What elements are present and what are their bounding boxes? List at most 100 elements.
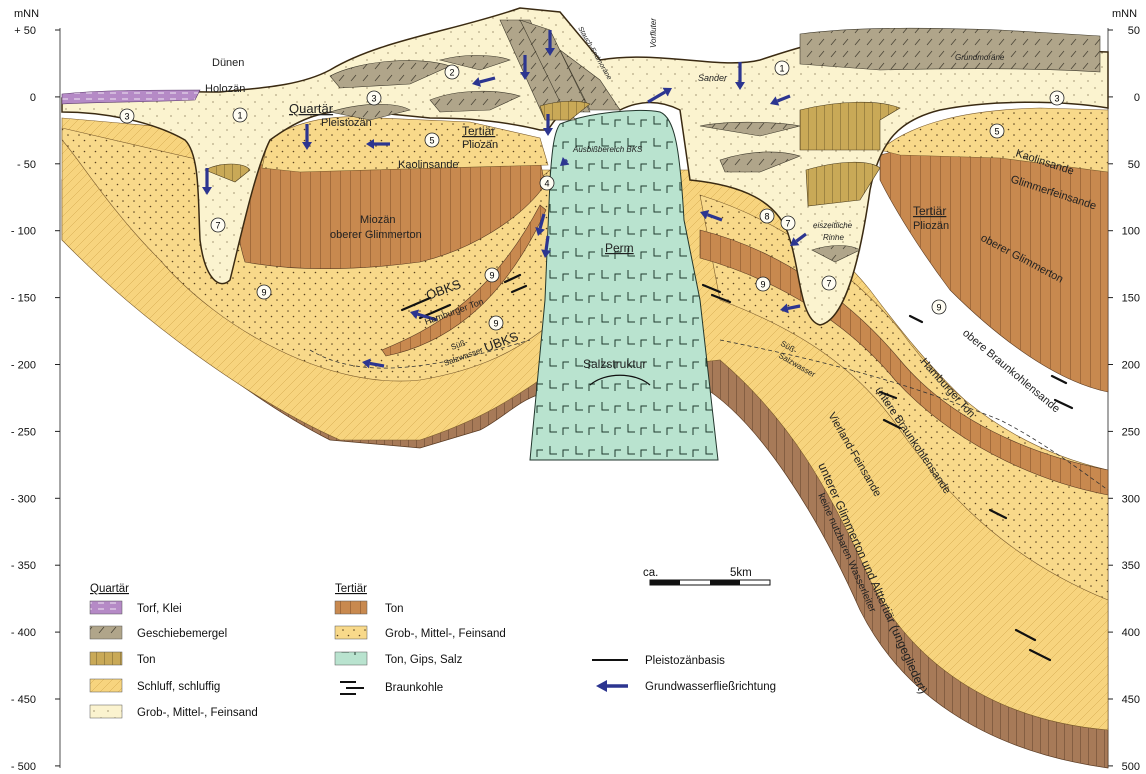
label-eiszeitliche: eiszeitliche: [813, 221, 853, 230]
svg-text:9: 9: [493, 319, 498, 329]
aquifer-number: 8: [760, 209, 774, 223]
right-tick-label: 400: [1122, 627, 1140, 639]
right-tick-label: 50: [1128, 159, 1140, 171]
svg-text:9: 9: [489, 271, 494, 281]
svg-text:9: 9: [760, 280, 765, 290]
legend-item-schluff: Schluff, schluffig: [137, 681, 220, 693]
label-holozaen: Holozän: [205, 83, 245, 95]
left-tick-label: - 450: [11, 694, 36, 706]
right-tick-label: 50: [1128, 25, 1140, 37]
svg-text:8: 8: [764, 212, 769, 222]
aquifer-number: 9: [489, 316, 503, 330]
right-tick-label: 0: [1134, 92, 1140, 104]
label-miozaen: Miozän: [360, 214, 395, 226]
left-tick-label: - 250: [11, 426, 36, 438]
left-tick-label: - 50: [17, 159, 36, 171]
aquifer-number: 9: [257, 285, 271, 299]
legend-item-sand-q: Grob-, Mittel-, Feinsand: [137, 707, 258, 719]
aquifer-number: 1: [775, 61, 789, 75]
aquifer-number: 5: [425, 133, 439, 147]
svg-text:7: 7: [785, 219, 790, 229]
label-pliozaen-right: Pliozän: [913, 220, 949, 232]
label-vorfluter: Vorfluter: [649, 18, 658, 48]
aquifer-number: 9: [756, 277, 770, 291]
right-tick-label: 350: [1122, 560, 1140, 572]
right-tick-label: 100: [1122, 226, 1140, 238]
legend-item-sand-t: Grob-, Mittel-, Feinsand: [385, 628, 506, 640]
aquifer-number: 3: [120, 109, 134, 123]
left-tick-label: - 150: [11, 293, 36, 305]
right-tick-label: 150: [1122, 293, 1140, 305]
label-quartaer: Quartär: [289, 101, 334, 116]
svg-text:5: 5: [994, 127, 999, 137]
aquifer-number: 7: [822, 276, 836, 290]
left-tick-label: - 300: [11, 493, 36, 505]
legend-tertiaer-title: Tertiär: [335, 583, 367, 595]
label-grundmoraene: Grundmoräne: [955, 53, 1005, 62]
left-tick-label: 0: [30, 92, 36, 104]
svg-text:7: 7: [215, 221, 220, 231]
right-axis-unit: mNN: [1112, 8, 1137, 20]
label-ausbiss: Ausbißbereich BKS: [572, 145, 643, 154]
svg-text:3: 3: [124, 112, 129, 122]
legend-item-pleistozaenbasis: Pleistozänbasis: [645, 655, 725, 667]
left-tick-label: - 400: [11, 627, 36, 639]
right-tick-label: 200: [1122, 360, 1140, 372]
right-tick-label: 500: [1122, 761, 1140, 773]
left-tick-label: + 50: [14, 25, 36, 37]
aquifer-number: 3: [367, 91, 381, 105]
left-tick-label: - 100: [11, 226, 36, 238]
svg-text:9: 9: [936, 303, 941, 313]
label-salzstruktur: Salzstruktur: [583, 357, 646, 371]
label-sander: Sander: [698, 73, 728, 83]
aquifer-number: 2: [445, 65, 459, 79]
aquifer-number: 1: [233, 108, 247, 122]
left-tick-label: - 200: [11, 360, 36, 372]
label-pleistozaen: Pleistozän: [321, 117, 372, 129]
svg-text:7: 7: [826, 279, 831, 289]
label-duenen: Dünen: [212, 57, 244, 69]
legend-item-grundwasser: Grundwasserfließrichtung: [645, 681, 776, 693]
left-axis-unit: mNN: [14, 8, 39, 20]
svg-text:5: 5: [429, 136, 434, 146]
aquifer-number: 7: [211, 218, 225, 232]
right-tick-label: 300: [1122, 493, 1140, 505]
left-tick-label: - 350: [11, 560, 36, 572]
legend-item-ton-q: Ton: [137, 654, 156, 666]
svg-text:9: 9: [261, 288, 266, 298]
legend: Quartär Tertiär Torf, Klei Geschiebemerg…: [90, 583, 776, 719]
label-kaolinsande-left: Kaolinsande: [398, 159, 459, 171]
right-tick-label: 250: [1122, 426, 1140, 438]
svg-text:1: 1: [237, 111, 242, 121]
aquifer-number: 3: [1050, 91, 1064, 105]
left-tick-label: - 500: [11, 761, 36, 773]
svg-text:3: 3: [1054, 94, 1059, 104]
scale-bar: ca. 5km: [643, 567, 770, 585]
legend-item-torf: Torf, Klei: [137, 603, 182, 615]
aquifer-number: 7: [781, 216, 795, 230]
svg-text:3: 3: [371, 94, 376, 104]
legend-item-geschiebemergel: Geschiebemergel: [137, 628, 227, 640]
svg-text:4: 4: [544, 179, 549, 189]
legend-item-ton-t: Ton: [385, 603, 404, 615]
aquifer-number: 9: [485, 268, 499, 282]
right-tick-label: 450: [1122, 694, 1140, 706]
label-rinne: Rinne: [823, 233, 844, 242]
scale-left-label: ca.: [643, 567, 658, 579]
label-perm: Perm: [605, 241, 634, 255]
label-pliozaen-left: Pliozän: [462, 139, 498, 151]
legend-item-braunkohle: Braunkohle: [385, 682, 443, 694]
aquifer-number: 9: [932, 300, 946, 314]
aquifer-number: 5: [990, 124, 1004, 138]
label-oberer-glimmerton-left: oberer Glimmerton: [330, 229, 422, 241]
label-tertiaer-right: Tertiär: [913, 204, 946, 218]
scale-right-label: 5km: [730, 567, 752, 579]
legend-quartaer-title: Quartär: [90, 583, 129, 595]
legend-item-salz: Ton, Gips, Salz: [385, 654, 463, 666]
svg-text:1: 1: [779, 64, 784, 74]
aquifer-number: 4: [540, 176, 554, 190]
label-tertiaer-left: Tertiär: [462, 124, 495, 138]
svg-text:2: 2: [449, 68, 454, 78]
